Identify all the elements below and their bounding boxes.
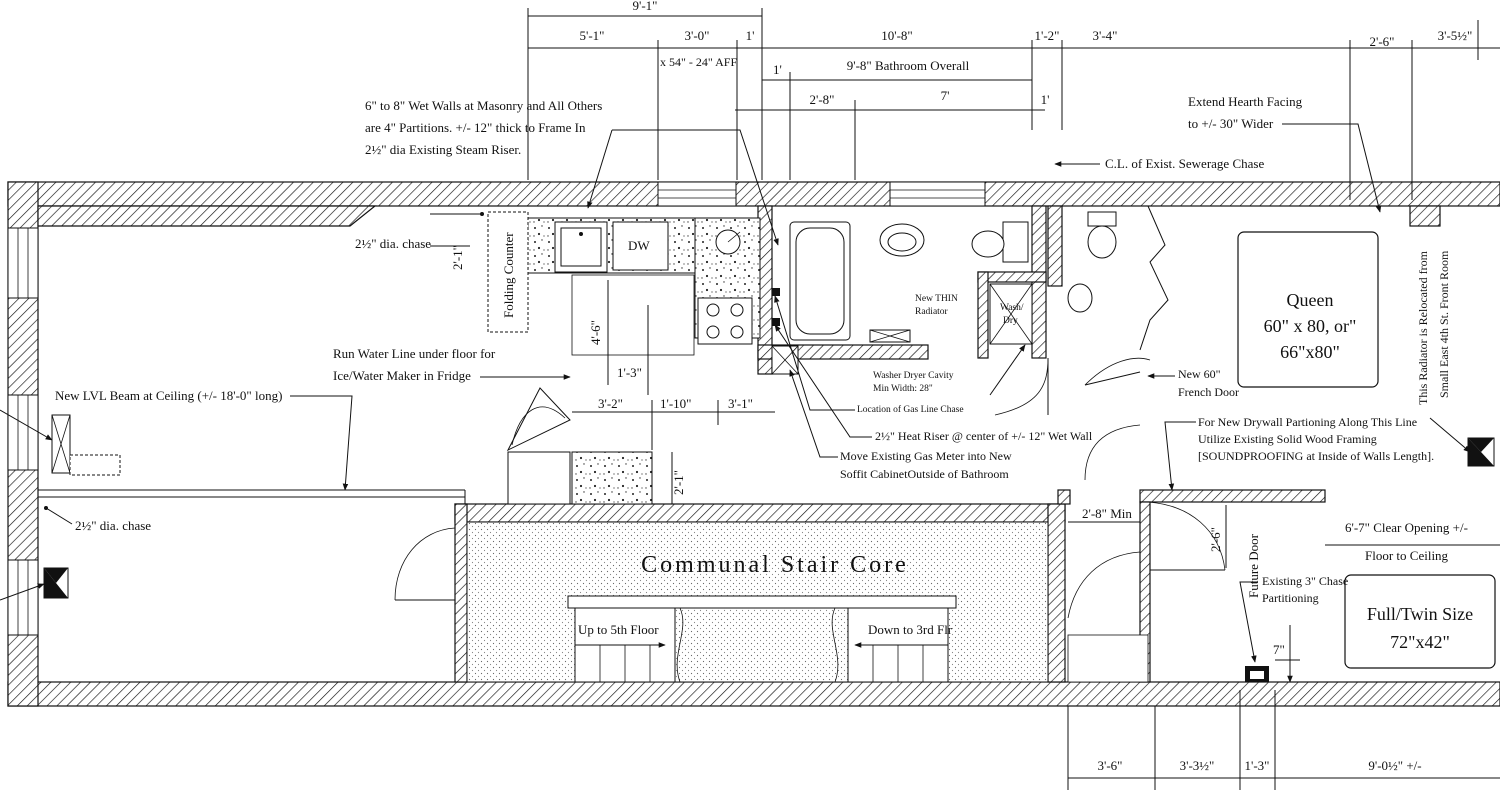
stove-icon — [697, 297, 753, 345]
window-note: x 54" - 24" AFF — [660, 55, 737, 69]
bdim-b4: 9'-0½" +/- — [1368, 758, 1421, 773]
queen-label-3: 66"x80" — [1280, 342, 1340, 362]
note-washer-cavity-2: Min Width: 28" — [873, 384, 933, 394]
kdim-v2: 1'-3" — [617, 365, 642, 380]
note-wet-walls-3: 2½" dia Existing Steam Riser. — [365, 142, 521, 157]
note-french-door-2: French Door — [1178, 385, 1239, 399]
top-dimensions: 9'-1" 5'-1" 3'-0" 1' 10'-8" 1'-2" 3'-4" … — [527, 0, 1500, 200]
dim-overall-left: 9'-1" — [633, 0, 658, 13]
note-seven: 7" — [1273, 642, 1285, 657]
kdim-h1: 3'-2" — [598, 396, 623, 411]
dim-d9: 1' — [773, 62, 782, 77]
note-gas-meter-2: Soffit CabinetOutside of Bathroom — [840, 467, 1009, 481]
note-washer-cavity-1: Washer Dryer Cavity — [873, 371, 954, 381]
note-drywall-3: [SOUNDPROOFING at Inside of Walls Length… — [1198, 449, 1434, 463]
note-water-line-1: Run Water Line under floor for — [333, 346, 496, 361]
annotations: 6" to 8" Wet Walls at Masonry and All Ot… — [0, 94, 1500, 683]
kdim-h2: 1'-10" — [660, 396, 691, 411]
dim-d12: 1' — [1041, 92, 1050, 107]
dry-label: Dry — [1003, 316, 1018, 326]
note-drywall-2: Utilize Existing Solid Wood Framing — [1198, 432, 1377, 446]
twin-label-1: Full/Twin Size — [1367, 604, 1473, 624]
note-wet-walls-1: 6" to 8" Wet Walls at Masonry and All Ot… — [365, 98, 602, 113]
stair-core: Communal Stair Core Up to 5th Floor Down… — [466, 521, 1049, 683]
note-radiator-reloc-1: This Radiator is Relocated from — [1416, 250, 1430, 405]
note-bed-dim: 2'-1" — [671, 470, 686, 495]
dim-d7: 2'-6" — [1370, 34, 1395, 49]
stair-core-label: Communal Stair Core — [641, 552, 909, 578]
bottom-dimensions: 3'-6" 3'-3½" 1'-3" 9'-0½" +/- — [1067, 690, 1500, 790]
kdim-v1: 4'-6" — [588, 320, 603, 345]
top-windows — [657, 181, 986, 207]
wc-toilet-icon — [1087, 225, 1117, 259]
note-min-dim: 2'-8" Min — [1082, 506, 1132, 521]
folding-counter-label: Folding Counter — [501, 232, 516, 318]
up-label: Up to 5th Floor — [578, 622, 659, 637]
down-label: Down to 3rd Flr — [868, 622, 953, 637]
note-future-door: Future Door — [1246, 533, 1261, 598]
note-future-dim: 2'-6" — [1208, 527, 1223, 552]
kitchen: DW Folding Counter — [487, 211, 761, 505]
dim-d3: 1' — [746, 28, 755, 43]
kitchen-dimensions: 4'-6" 1'-3" 3'-2" 1'-10" 3'-1" — [572, 280, 775, 450]
dim-d5: 1'-2" — [1035, 28, 1060, 43]
wash-label: Wash/ — [1000, 303, 1024, 313]
note-french-door-1: New 60" — [1178, 367, 1221, 381]
note-water-line-2: Ice/Water Maker in Fridge — [333, 368, 471, 383]
radiator-icons — [43, 414, 1495, 682]
note-radiator-reloc-2: Small East 4th St. Front Room — [1437, 250, 1451, 398]
note-hearth-2: to +/- 30" Wider — [1188, 116, 1274, 131]
note-heat-riser: 2½" Heat Riser @ center of +/- 12" Wet W… — [875, 429, 1093, 443]
chase-top-dim: 2'-1" — [450, 245, 465, 270]
bdim-b3: 1'-3" — [1245, 758, 1270, 773]
dishwasher-icon: DW — [612, 221, 669, 271]
note-clear-1: 6'-7" Clear Opening +/- — [1345, 520, 1468, 535]
dim-d4: 10'-8" — [881, 28, 912, 43]
dim-d6: 3'-4" — [1093, 28, 1118, 43]
left-windows — [7, 227, 39, 636]
sink-icon — [554, 221, 608, 273]
interior-walls — [37, 205, 1441, 683]
note-clear-2: Floor to Ceiling — [1365, 548, 1449, 563]
wc-sink-icon — [1067, 283, 1093, 313]
dim-bath-overall: 9'-8" Bathroom Overall — [847, 58, 970, 73]
note-sewer: C.L. of Exist. Sewerage Chase — [1105, 156, 1264, 171]
queen-label-2: 60" x 80, or" — [1264, 316, 1357, 336]
thin-radiator-label-1: New THIN — [915, 294, 958, 304]
dim-d8: 3'-5½" — [1438, 28, 1473, 43]
dw-label: DW — [628, 238, 650, 253]
dim-d11: 7' — [941, 88, 950, 103]
bdim-b2: 3'-3½" — [1180, 758, 1215, 773]
note-lvl-beam: New LVL Beam at Ceiling (+/- 18'-0" long… — [55, 388, 282, 403]
note-chase-left: 2½" dia. chase — [75, 518, 151, 533]
note-wet-walls-2: are 4" Partitions. +/- 12" thick to Fram… — [365, 120, 586, 135]
bdim-b1: 3'-6" — [1098, 758, 1123, 773]
queen-bed: Queen 60" x 80, or" 66"x80" — [1237, 231, 1379, 388]
note-chase-part-1: Existing 3" Chase — [1262, 574, 1348, 588]
note-gas-chase: Location of Gas Line Chase — [857, 404, 964, 415]
dim-d10: 2'-8" — [810, 92, 835, 107]
kdim-h3: 3'-1" — [728, 396, 753, 411]
note-chase-part-2: Partitioning — [1262, 591, 1319, 605]
note-gas-meter-1: Move Existing Gas Meter into New — [840, 449, 1012, 463]
note-chase-top: 2½" dia. chase — [355, 236, 431, 251]
twin-bed: Full/Twin Size 72"x42" — [1344, 574, 1496, 669]
thin-radiator-label-2: Radiator — [915, 307, 949, 317]
bathroom: New THIN Radiator Wash/ Dry — [771, 221, 1033, 375]
doors — [394, 357, 1226, 683]
note-drywall-1: For New Drywall Partioning Along This Li… — [1198, 415, 1417, 429]
note-hearth-1: Extend Hearth Facing — [1188, 94, 1303, 109]
twin-label-2: 72"x42" — [1390, 632, 1450, 652]
dim-d1: 5'-1" — [580, 28, 605, 43]
dim-d2: 3'-0" — [685, 28, 710, 43]
bath-toilet-icon — [971, 221, 1029, 263]
queen-label-1: Queen — [1287, 290, 1334, 310]
second-wc — [1067, 205, 1169, 481]
